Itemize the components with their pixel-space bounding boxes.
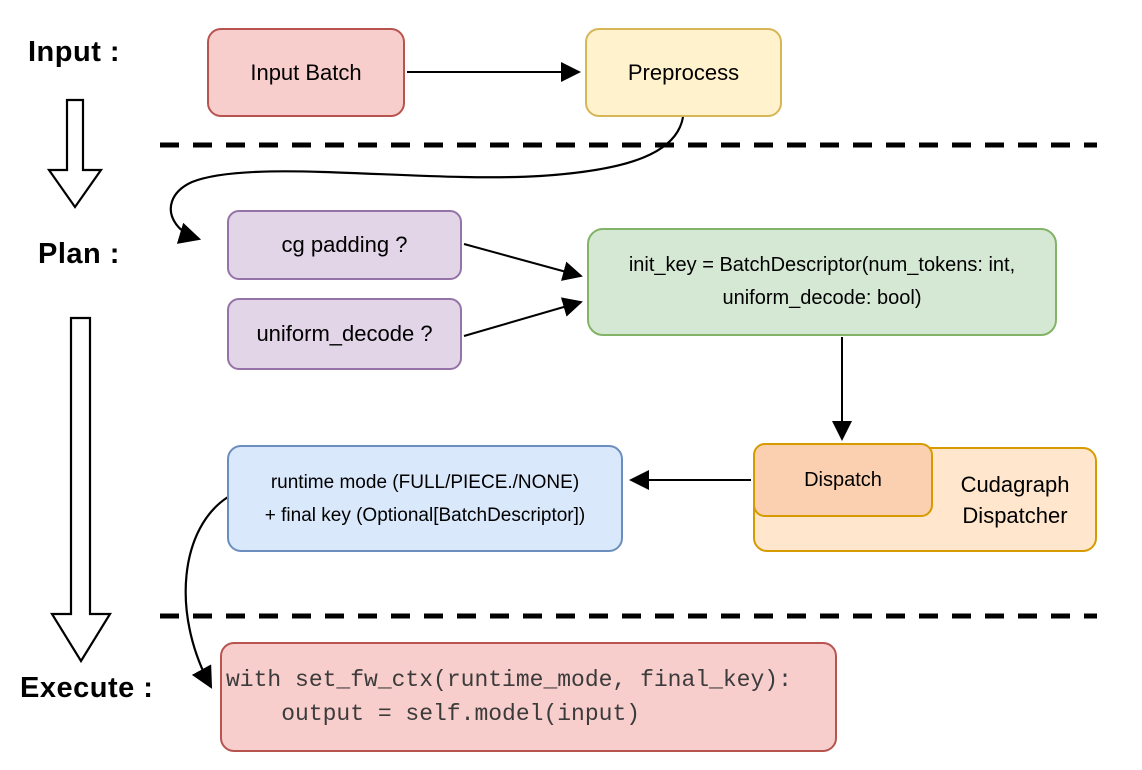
arrow-preprocess-to-plan (169, 116, 685, 244)
node-input-batch-label: Input Batch (250, 59, 362, 85)
node-input-batch: Input Batch (207, 28, 405, 117)
node-cg-padding-label: cg padding ? (281, 232, 408, 258)
stage-label-input: Input : (28, 36, 121, 68)
node-preprocess: Preprocess (585, 28, 782, 117)
node-uniform-decode: uniform_decode ? (227, 298, 462, 370)
cudagraph-dispatcher-line2: Dispatcher (962, 502, 1068, 528)
node-cg-padding: cg padding ? (227, 210, 462, 280)
hollow-arrow-input-to-plan (46, 98, 104, 209)
node-init-key-line2: uniform_decode: bool) (722, 287, 922, 309)
execute-code-text: with set_fw_ctx(runtime_mode, final_key)… (226, 667, 792, 727)
arrow-cgpadding-to-initkey (463, 243, 583, 281)
node-runtime-mode-line1: runtime mode (FULL/PIECE./NONE) (270, 471, 580, 493)
node-init-key: init_key = BatchDescriptor(num_tokens: i… (587, 228, 1057, 336)
node-dispatch-label: Dispatch (804, 468, 882, 491)
node-dispatch: Dispatch (753, 443, 933, 517)
node-uniform-decode-label: uniform_decode ? (256, 321, 433, 347)
node-execute-code: with set_fw_ctx(runtime_mode, final_key)… (220, 642, 837, 752)
stage-label-plan: Plan : (38, 238, 120, 270)
hollow-arrow-plan-to-execute (50, 316, 112, 664)
cudagraph-dispatcher-line1: Cudagraph (960, 471, 1070, 497)
node-runtime-mode-line2: + final key (Optional[BatchDescriptor]) (264, 504, 586, 526)
node-preprocess-label: Preprocess (627, 59, 740, 85)
arrow-uniformdecode-to-initkey (463, 297, 583, 337)
cudagraph-dispatcher-label: Cudagraph Dispatcher (935, 449, 1095, 550)
arrow-runtime-to-execute (184, 496, 229, 689)
node-runtime-mode: runtime mode (FULL/PIECE./NONE) + final … (227, 445, 623, 552)
node-init-key-line1: init_key = BatchDescriptor(num_tokens: i… (628, 254, 1016, 276)
stage-label-execute: Execute : (20, 672, 154, 704)
